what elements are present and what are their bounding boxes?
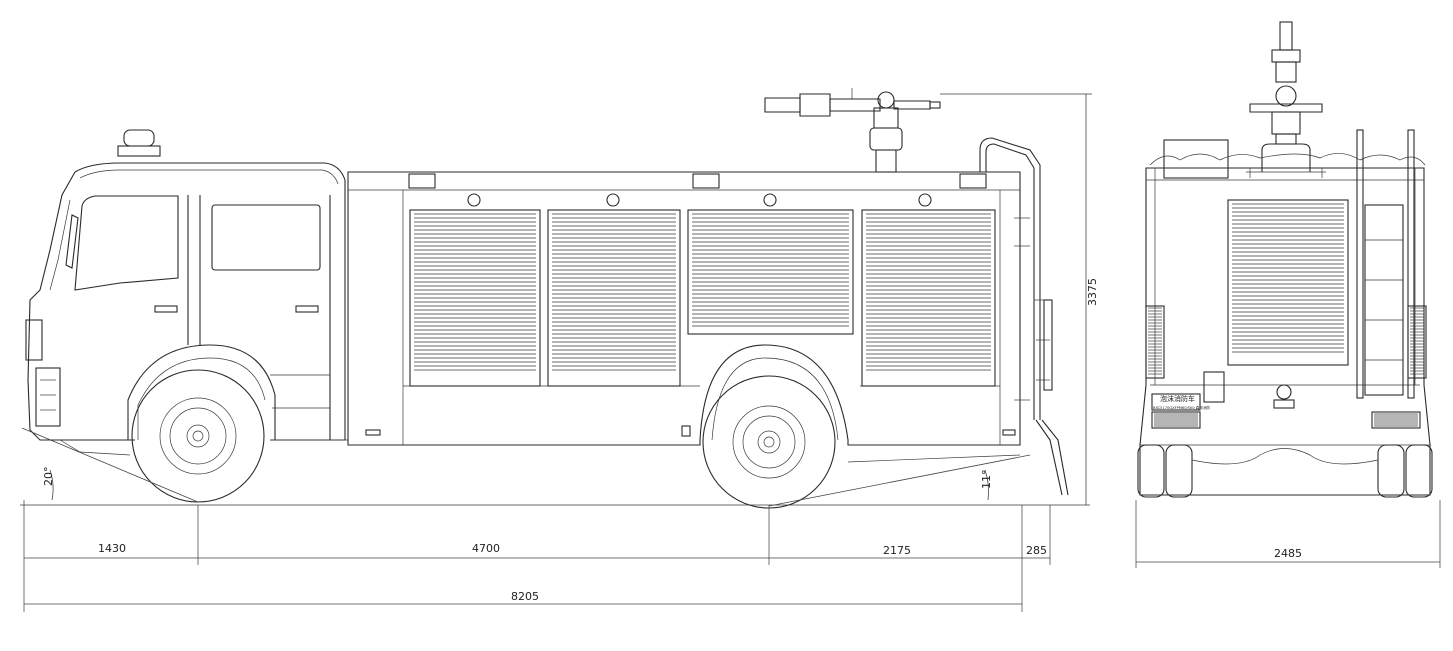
- equipment-body: [347, 171, 1021, 446]
- overall-width-label: 2485: [1274, 547, 1302, 560]
- front-overhang-label: 1430: [98, 542, 126, 555]
- side-view: 20° 11° 1430 4700 2175 285 8205 3375: [20, 88, 1099, 612]
- ladder-offset-label: 285: [1026, 544, 1047, 557]
- rear-lamp-hatch: [1154, 413, 1418, 427]
- rear-shutter-slats: [1232, 203, 1344, 353]
- rear-name-plate: [1151, 393, 1201, 411]
- rear-ladder: [979, 137, 1069, 496]
- wheelbase-label: 4700: [472, 542, 500, 555]
- rear-overhang-label: 2175: [883, 544, 911, 557]
- overall-length-label: 8205: [511, 590, 539, 603]
- height-dimension: 3375: [940, 93, 1099, 505]
- departure-angle-label: 11°: [980, 470, 993, 490]
- shutter-slats: [414, 213, 991, 371]
- water-monitor: [764, 88, 941, 173]
- overall-height-label: 3375: [1086, 278, 1099, 306]
- rear-plate-title: 泡沫消防车: [1160, 394, 1195, 403]
- cab: [25, 129, 346, 441]
- rear-wheel: [702, 375, 836, 509]
- rear-view: 泡沫消防车 BXC5170GXFPM60/SK0 森林消防 2485: [1135, 21, 1441, 568]
- approach-angle-label: 20°: [42, 467, 55, 487]
- rear-plate-subtitle: BXC5170GXFPM60/SK0 森林消防: [1153, 405, 1211, 410]
- length-dimensions: 1430 4700 2175 285 8205: [23, 500, 1051, 612]
- reflective-strip-hatch: [1148, 307, 1424, 375]
